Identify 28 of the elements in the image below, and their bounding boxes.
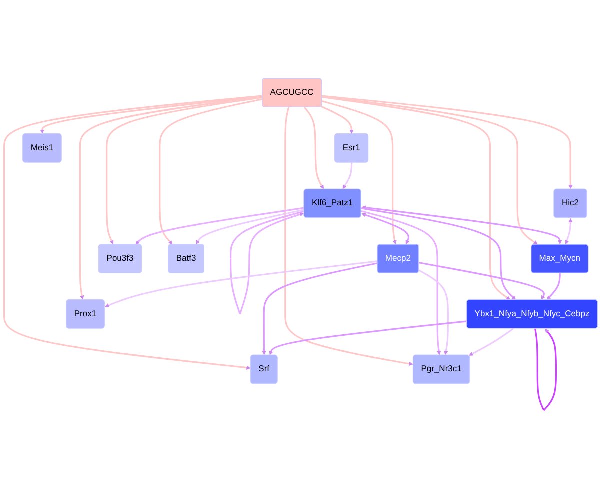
- arrow: [104, 260, 378, 308]
- arrow: [136, 207, 304, 245]
- arrow: [546, 273, 561, 300]
- arrow: [304, 106, 324, 190]
- arrow: [534, 328, 558, 411]
- arrow: [565, 218, 573, 245]
- arrow: [3, 95, 263, 370]
- arrow: [361, 210, 442, 356]
- arrow: [196, 209, 304, 245]
- arrow: [321, 106, 354, 134]
- arrow: [468, 328, 514, 356]
- arrow: [418, 270, 449, 356]
- arrow: [230, 210, 304, 314]
- arrow: [419, 262, 546, 300]
- arrow: [342, 162, 353, 190]
- arrow: [362, 213, 410, 245]
- arrow: [159, 98, 263, 245]
- arrow: [361, 208, 516, 300]
- arrow: [322, 95, 573, 190]
- arrow: [269, 320, 468, 356]
- arrow: [322, 96, 511, 300]
- arrow: [284, 107, 414, 366]
- arrow: [362, 206, 562, 245]
- arrow: [322, 96, 538, 245]
- arrow: [79, 96, 263, 300]
- arrow: [106, 96, 263, 245]
- arrow: [322, 100, 397, 245]
- arrow: [262, 262, 378, 356]
